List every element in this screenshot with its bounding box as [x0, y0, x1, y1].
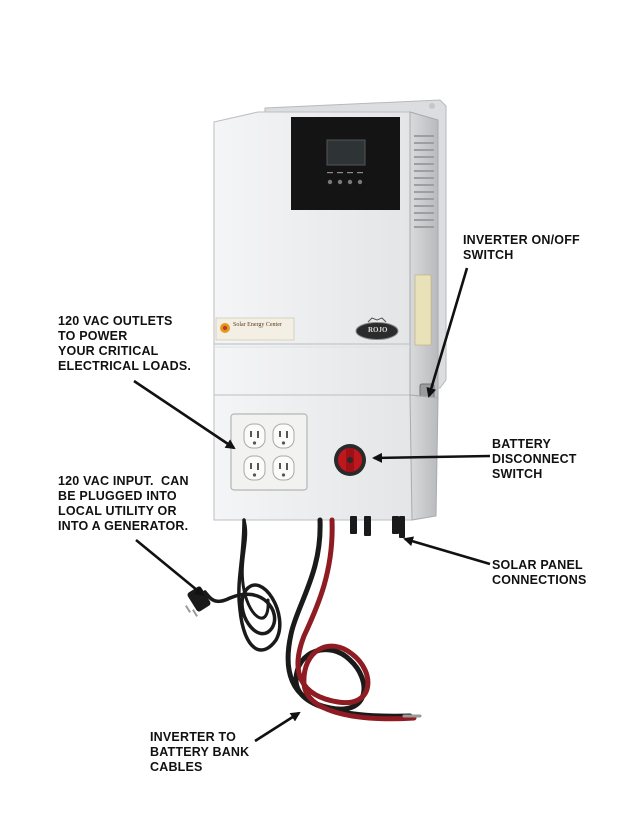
callout-vac-input: 120 VAC INPUT. CAN BE PLUGGED INTO LOCAL… [58, 474, 189, 533]
control-buttons[interactable] [327, 179, 363, 185]
solar-panel-connectors [350, 516, 405, 538]
outlet-icon[interactable] [243, 423, 295, 481]
callout-inverter-switch: INVERTER ON/OFF SWITCH [463, 233, 580, 262]
logo-badge [355, 317, 399, 340]
arrow-icon [254, 711, 301, 743]
rating-label [414, 274, 432, 346]
arrow-icon [372, 452, 491, 463]
vent-grille [414, 135, 434, 228]
ac-input-cord [203, 518, 282, 652]
battery-cables [285, 517, 422, 722]
plug-icon [185, 586, 211, 617]
logo-text: ROJO [368, 326, 388, 334]
callout-solar-connections: SOLAR PANEL CONNECTIONS [492, 558, 587, 587]
brand-sticker [215, 317, 295, 341]
arrow-icon [403, 536, 491, 566]
callout-vac-outlets: 120 VAC OUTLETS TO POWER YOUR CRITICAL E… [58, 314, 192, 373]
inverter-upper-enclosure [213, 111, 439, 407]
callout-battery-cables: INVERTER TO BATTERY BANK CABLES [150, 730, 250, 774]
arrow-icon [133, 379, 236, 450]
arrow-icon [426, 267, 469, 398]
callout-battery-disconnect: BATTERY DISCONNECT SWITCH [492, 437, 577, 481]
arrow-icon [135, 538, 205, 597]
battery-disconnect-switch[interactable] [334, 444, 366, 476]
lcd-screen [326, 139, 366, 166]
outlet-faceplate [230, 413, 308, 491]
callout-arrows [133, 267, 491, 743]
inverter-lower-enclosure [213, 394, 439, 538]
brand-text: Solar Energy Center [233, 322, 282, 328]
